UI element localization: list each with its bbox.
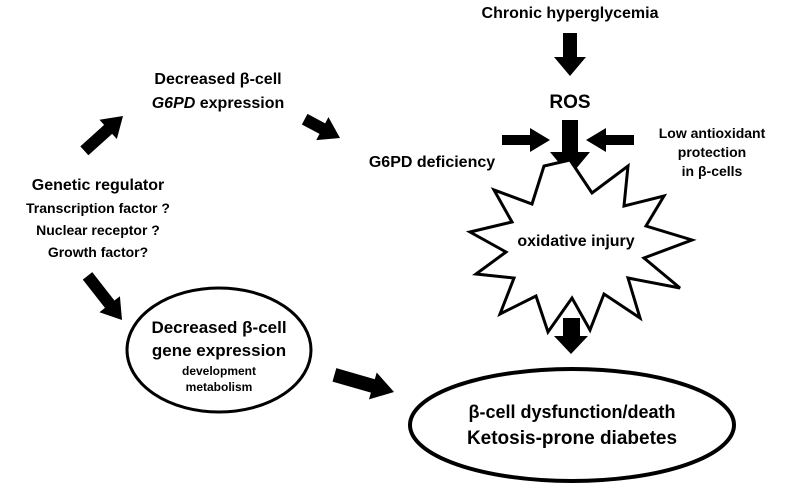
expression-word: expression <box>195 95 284 112</box>
low-antioxidant-line1: Low antioxidant <box>659 125 766 141</box>
genetic-regulator-item: Nuclear receptor ? <box>36 222 160 238</box>
genetic-regulator-item: Growth factor? <box>48 244 148 260</box>
gene-expression-line4: metabolism <box>186 380 253 394</box>
oxidative-injury-label: oxidative injury <box>517 233 634 250</box>
arrow-injury-to-outcome <box>554 318 588 354</box>
outcome-line2: Ketosis-prone diabetes <box>467 428 677 449</box>
low-antioxidant-line2: protection <box>678 144 746 160</box>
outcome-node <box>408 367 736 483</box>
gene-expression-line2: gene expression <box>152 341 286 360</box>
low-antioxidant-line3: in β-cells <box>682 163 743 179</box>
oxidative-injury-starburst <box>465 158 697 336</box>
arrow-hyperglycemia-to-ros <box>554 33 586 76</box>
g6pd-italic: G6PD <box>152 95 196 112</box>
genetic-regulator-title: Genetic regulator <box>32 177 164 194</box>
g6pd-deficiency-label: G6PD deficiency <box>369 154 495 171</box>
decreased-g6pd-line1: Decreased β-cell <box>154 71 281 88</box>
genetic-regulator-item: Transcription factor ? <box>26 200 170 216</box>
gene-expression-node <box>125 286 313 414</box>
arrow-regulator-to-gene-expression <box>82 272 122 320</box>
chronic-hyperglycemia-label: Chronic hyperglycemia <box>482 5 659 22</box>
arrow-regulator-to-g6pd <box>80 116 123 156</box>
outcome-line1: β-cell dysfunction/death <box>468 402 675 422</box>
gene-expression-line3: development <box>182 364 256 378</box>
decreased-g6pd-line2: G6PD expression <box>152 95 285 112</box>
arrow-left-into-ros <box>502 128 550 152</box>
arrow-gene-expression-to-outcome <box>332 368 394 400</box>
arrow-right-into-ros <box>586 128 634 152</box>
ros-label: ROS <box>549 92 590 113</box>
arrow-g6pd-to-deficiency <box>301 113 340 141</box>
gene-expression-line1: Decreased β-cell <box>151 318 286 337</box>
